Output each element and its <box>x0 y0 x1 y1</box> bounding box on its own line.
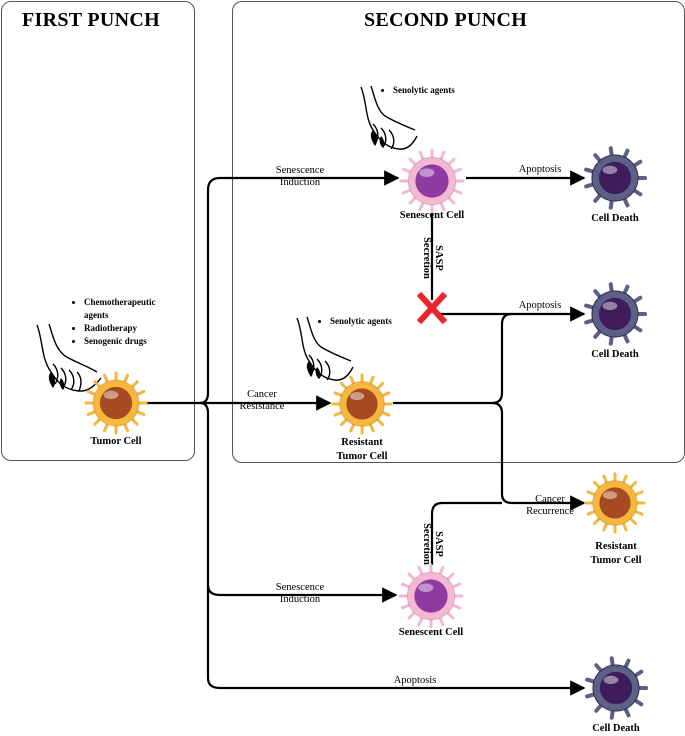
hand-senolytic-upper <box>360 85 418 150</box>
treatment-item: Senogenic drugs <box>84 335 179 348</box>
cancer-resistance-label: Cancer Resistance <box>239 389 285 412</box>
senolytic-label: Senolytic agents <box>393 84 455 97</box>
treatment-item: Chemotherapeutic agents <box>84 296 179 322</box>
resistant-tumor-cell-label: Resistant Tumor Cell <box>336 437 388 462</box>
senolytic-note-upper: Senolytic agents <box>381 84 455 97</box>
sasp-block-x <box>416 291 448 325</box>
cell-death-label: Cell Death <box>592 723 640 734</box>
senescence-induction-label: Senescence Induction <box>275 165 325 188</box>
cancer-recurrence-label: Cancer Recurrence <box>526 494 574 517</box>
treatment-item: Radiotherapy <box>84 322 179 335</box>
resistant-tumor-cell-icon <box>584 472 646 534</box>
line-resistant-out <box>393 312 513 405</box>
apoptosis-label: Apoptosis <box>393 675 437 686</box>
senolytic-label: Senolytic agents <box>330 315 392 328</box>
branch-senescence-top <box>199 170 400 405</box>
senescent-cell-icon <box>398 563 464 629</box>
resistant-tumor-cell-label: Resistant Tumor Cell <box>590 541 642 566</box>
second-punch-title: SECOND PUNCH <box>364 9 528 31</box>
cell-death-label: Cell Death <box>591 213 639 224</box>
arrow-cancer-recurrence <box>491 401 586 511</box>
dead-cell-icon <box>585 656 648 720</box>
tumor-cell-label: Tumor Cell <box>90 436 142 447</box>
apoptosis-label: Apoptosis <box>518 300 562 311</box>
cell-death-label: Cell Death <box>591 349 639 360</box>
line-sasp-bottom <box>430 501 502 565</box>
sasp-secretion-label: SASP Secretion <box>421 237 444 279</box>
senolytic-note-lower: Senolytic agents <box>318 315 392 328</box>
dead-cell-icon <box>584 146 647 210</box>
senescence-induction-label: Senescence Induction <box>275 582 325 605</box>
branch-apoptosis-bottom <box>206 585 586 696</box>
apoptosis-label: Apoptosis <box>518 164 562 175</box>
second-punch-panel <box>232 1 685 463</box>
first-punch-treatments: Chemotherapeutic agents Radiotherapy Sen… <box>72 296 179 348</box>
senescent-cell-label: Senescent Cell <box>398 627 464 638</box>
tumor-cell-icon <box>84 371 148 435</box>
hand-first-punch <box>36 323 102 392</box>
senescent-cell-icon <box>399 148 465 214</box>
senescent-cell-label: Senescent Cell <box>399 210 465 221</box>
first-punch-title: FIRST PUNCH <box>22 9 160 31</box>
resistant-tumor-cell-icon <box>331 373 393 435</box>
sasp-secretion-label: SASP Secretion <box>421 523 444 565</box>
hand-senolytic-lower <box>296 316 354 381</box>
dead-cell-icon <box>584 282 647 346</box>
